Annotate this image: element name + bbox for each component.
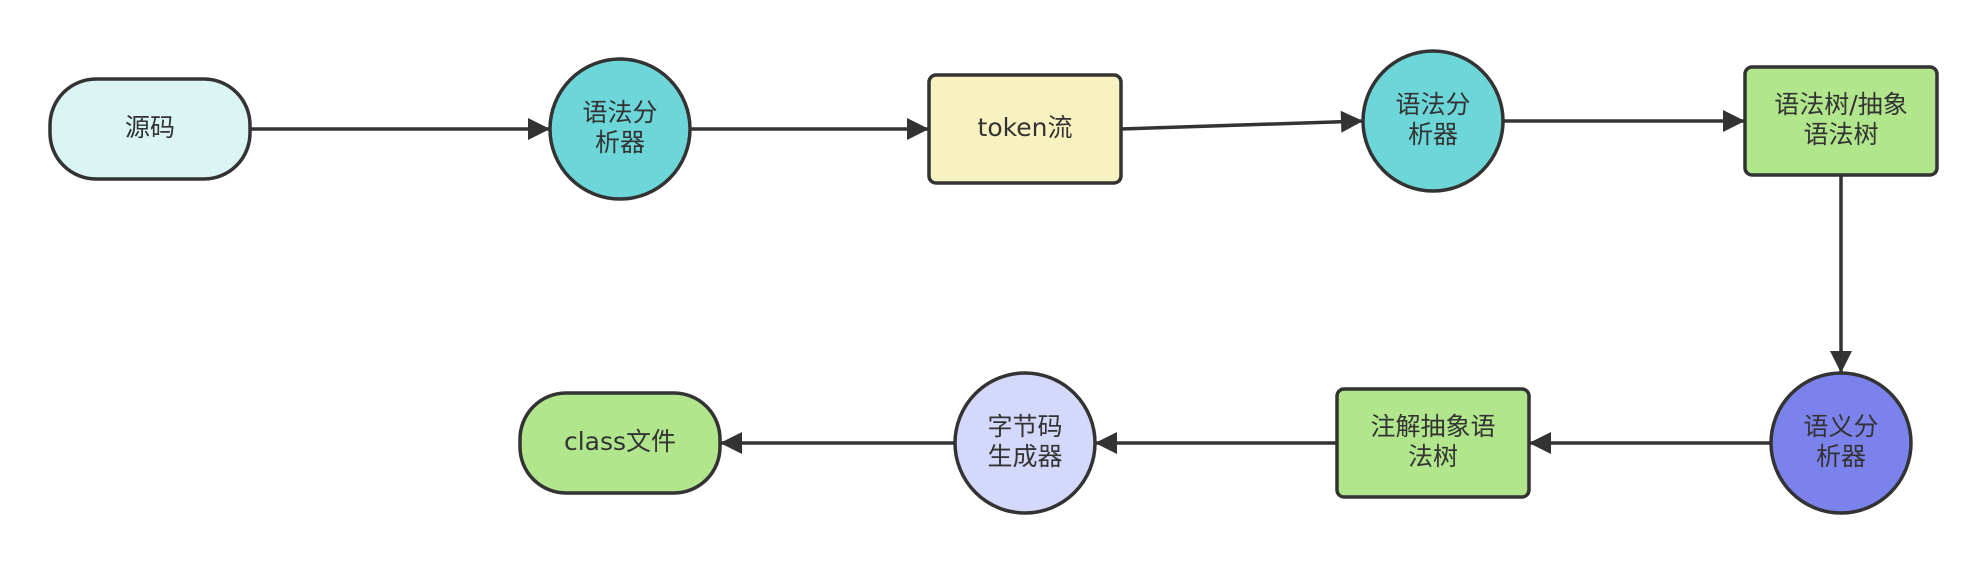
node-shape-lexer	[548, 57, 692, 201]
node-shape-bytecode-gen	[953, 371, 1097, 515]
node-label-ast-line-1: 语法树	[1803, 120, 1878, 149]
node-label-tokens-line-0: token流	[978, 113, 1073, 142]
node-label-classfile-line-0: class文件	[564, 427, 676, 456]
node-label-bytecode-gen-line-1: 生成器	[987, 442, 1062, 471]
edge-tokens-to-parser	[1120, 110, 1364, 133]
node-shape-source	[48, 77, 252, 181]
node-shape-ast	[1743, 65, 1939, 177]
node-label-semantic-line-1: 析器	[1816, 442, 1866, 471]
node-label-bytecode-gen-line-0: 字节码	[987, 412, 1062, 441]
node-label-parser-line-0: 语法分	[1395, 90, 1470, 119]
node-tokens[interactable]: token流	[927, 73, 1123, 185]
node-label-annotated-ast-line-0: 注解抽象语	[1370, 412, 1495, 441]
node-label-annotated-ast-line-1: 法树	[1408, 442, 1458, 471]
node-shape-annotated-ast	[1335, 387, 1531, 499]
nodes-layer: 源码语法分析器token流语法分析器语法树/抽象语法树语义分析器注解抽象语法树字…	[48, 49, 1939, 515]
node-label-semantic-line-0: 语义分	[1803, 412, 1878, 441]
node-label-parser-line-1: 析器	[1408, 120, 1458, 149]
node-classfile[interactable]: class文件	[518, 391, 722, 495]
node-shape-classfile	[518, 391, 722, 495]
node-shape-tokens	[927, 73, 1123, 185]
node-source[interactable]: 源码	[48, 77, 252, 181]
edges-layer	[250, 110, 1852, 454]
node-shape-semantic	[1769, 371, 1913, 515]
node-shape-parser	[1361, 49, 1505, 193]
node-label-source-line-0: 源码	[125, 113, 175, 142]
node-label-ast-line-0: 语法树/抽象	[1774, 90, 1907, 119]
node-label-lexer-line-0: 语法分	[582, 98, 657, 127]
node-label-lexer-line-1: 析器	[595, 128, 645, 157]
